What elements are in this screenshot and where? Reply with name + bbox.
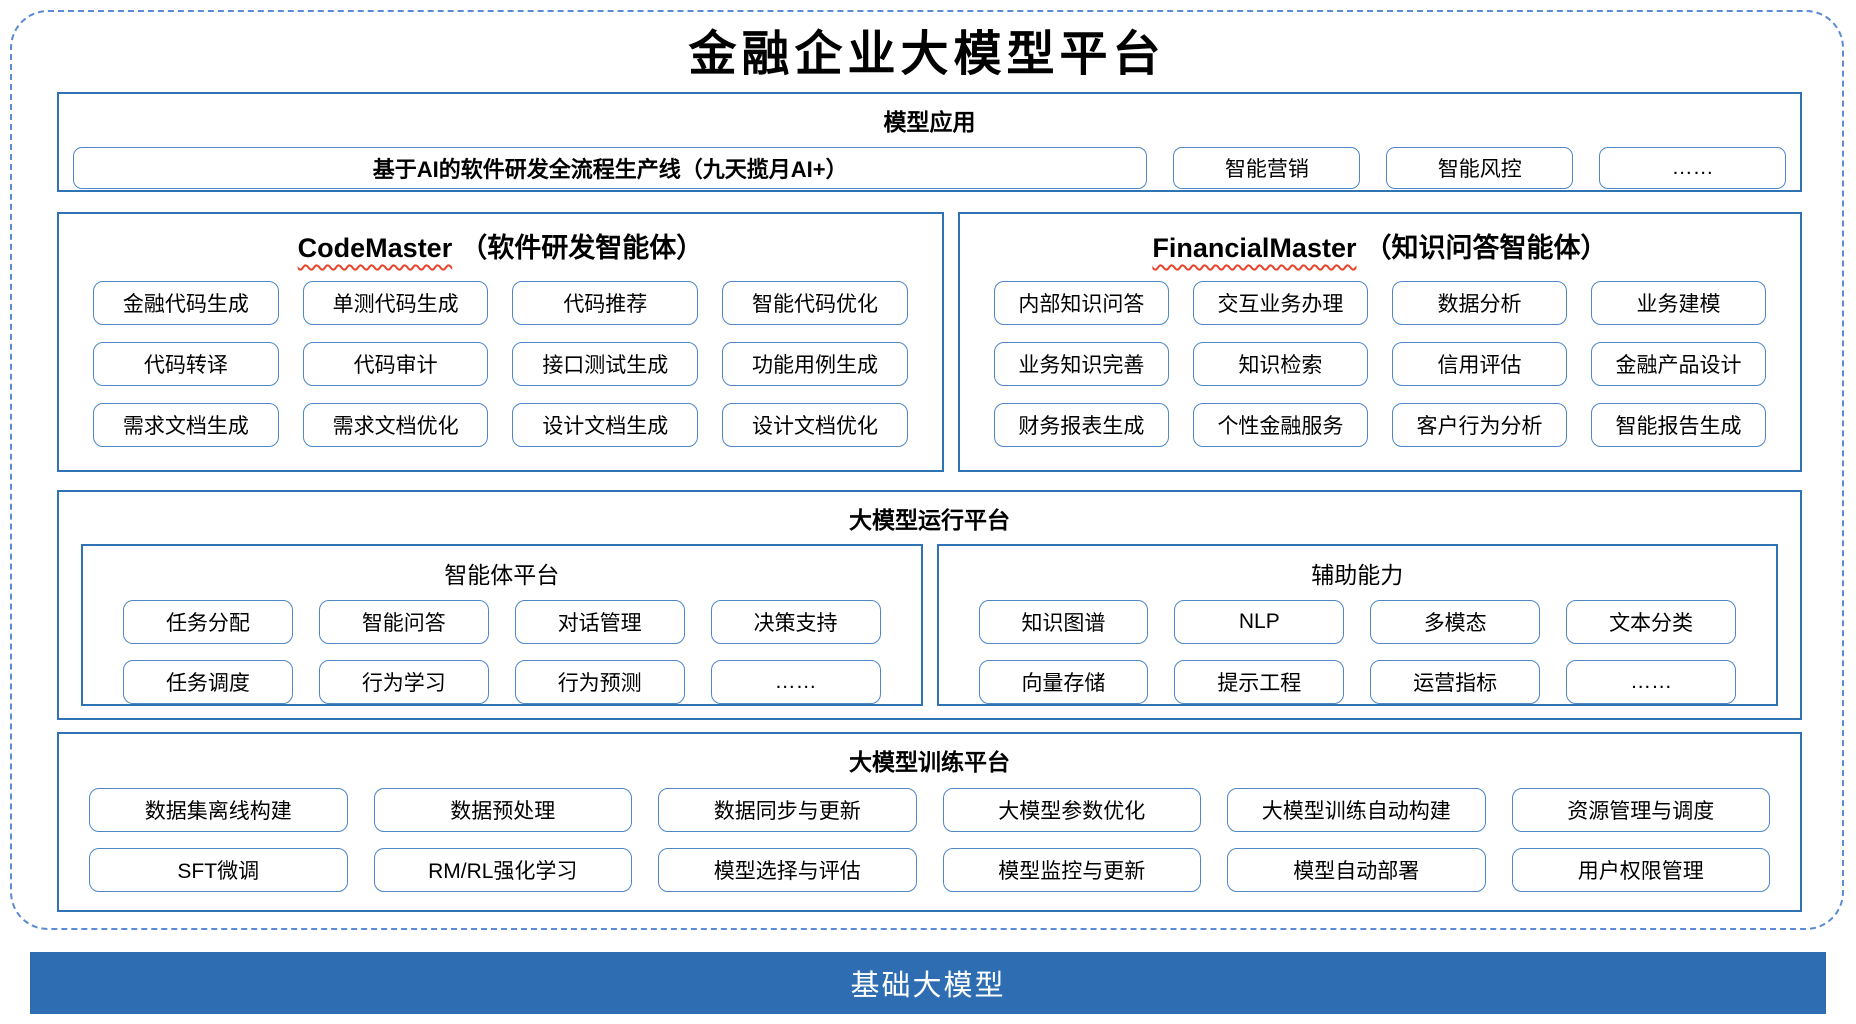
- model-applications-header: 模型应用: [883, 109, 976, 135]
- outer-dashed-frame: 金融企业大模型平台 模型应用 基于AI的软件研发全流程生产线（九天揽月AI+） …: [10, 10, 1844, 930]
- training-capability-box: 模型监控与更新: [942, 848, 1201, 892]
- section-training-platform: 大模型训练平台 数据集离线构建数据预处理数据同步与更新大模型参数优化大模型训练自…: [57, 732, 1802, 912]
- training-capability-box: 资源管理与调度: [1511, 788, 1770, 832]
- agent-platform-box: 行为预测: [514, 660, 685, 704]
- agent-platform-boxes: 任务分配智能问答对话管理决策支持任务调度行为学习行为预测 ……: [83, 600, 921, 704]
- financialmaster-capability-box: 业务知识完善: [993, 342, 1169, 386]
- agent-platform-box: ……: [710, 660, 881, 704]
- section-runtime-platform: 大模型运行平台 智能体平台 任务分配智能问答对话管理决策支持任务调度行为学习行为…: [57, 490, 1802, 720]
- financialmaster-capability-box: 数据分析: [1391, 281, 1567, 325]
- auxiliary-capability-box: 运营指标: [1370, 660, 1541, 704]
- codemaster-name: CodeMaster: [297, 233, 453, 263]
- codemaster-capability-box: 需求文档生成: [93, 403, 279, 447]
- model-applications-boxes: 智能营销智能风控 ……: [1173, 147, 1786, 189]
- codemaster-capability-box: 金融代码生成: [93, 281, 279, 325]
- auxiliary-capability-box: 知识图谱: [978, 600, 1149, 644]
- codemaster-capability-box: 代码转译: [93, 342, 279, 386]
- section-model-applications: 模型应用 基于AI的软件研发全流程生产线（九天揽月AI+） 智能营销智能风控 ……: [57, 92, 1802, 192]
- ai-pipeline-box: 基于AI的软件研发全流程生产线（九天揽月AI+）: [73, 147, 1148, 189]
- codemaster-capability-box: 代码推荐: [512, 281, 699, 325]
- codemaster-capability-box: 代码审计: [302, 342, 489, 386]
- application-box: 智能营销: [1173, 147, 1361, 189]
- agent-platform-box: 决策支持: [710, 600, 881, 644]
- auxiliary-capability-box: NLP: [1174, 600, 1345, 644]
- financialmaster-capability-box: 信用评估: [1391, 342, 1567, 386]
- model-applications-row: 基于AI的软件研发全流程生产线（九天揽月AI+） 智能营销智能风控 ……: [59, 144, 1800, 189]
- training-capability-box: SFT微调: [89, 848, 348, 892]
- codemaster-capability-box: 设计文档生成: [512, 403, 699, 447]
- training-capability-box: 数据集离线构建: [89, 788, 348, 832]
- training-platform-header: 大模型训练平台: [849, 749, 1010, 775]
- financialmaster-capability-box: 客户行为分析: [1391, 403, 1567, 447]
- training-capability-box: RM/RL强化学习: [373, 848, 632, 892]
- codemaster-header: CodeMaster（软件研发智能体）: [59, 226, 942, 265]
- runtime-row: 智能体平台 任务分配智能问答对话管理决策支持任务调度行为学习行为预测 …… 辅助能…: [59, 542, 1800, 706]
- training-capability-box: 数据预处理: [373, 788, 632, 832]
- agent-platform-box: 行为学习: [318, 660, 489, 704]
- financialmaster-capability-box: 交互业务办理: [1192, 281, 1368, 325]
- financialmaster-boxes: 内部知识问答交互业务办理数据分析业务建模业务知识完善知识检索信用评估金融产品设计…: [960, 281, 1800, 447]
- agent-platform-box: 智能问答: [318, 600, 489, 644]
- agent-platform-box: 任务分配: [123, 600, 293, 644]
- auxiliary-capability-box: ……: [1566, 660, 1736, 704]
- codemaster-capability-box: 设计文档优化: [722, 403, 908, 447]
- runtime-platform-header: 大模型运行平台: [849, 507, 1010, 533]
- auxiliary-capability-box: 多模态: [1370, 600, 1541, 644]
- financialmaster-capability-box: 业务建模: [1590, 281, 1766, 325]
- auxiliary-capability-header: 辅助能力: [1311, 562, 1404, 588]
- agent-platform-header: 智能体平台: [444, 562, 560, 588]
- training-capability-box: 大模型参数优化: [942, 788, 1201, 832]
- application-box: ……: [1599, 147, 1786, 189]
- codemaster-boxes: 金融代码生成单测代码生成代码推荐智能代码优化代码转译代码审计接口测试生成功能用例…: [59, 281, 942, 447]
- auxiliary-capability-boxes: 知识图谱 NLP 多模态文本分类向量存储提示工程运营指标 ……: [939, 600, 1777, 704]
- training-capability-box: 大模型训练自动构建: [1227, 788, 1486, 832]
- training-capability-box: 数据同步与更新: [658, 788, 917, 832]
- training-capability-box: 模型自动部署: [1227, 848, 1486, 892]
- training-capability-box: 用户权限管理: [1511, 848, 1770, 892]
- codemaster-suffix: （软件研发智能体）: [460, 233, 704, 263]
- financialmaster-capability-box: 内部知识问答: [993, 281, 1169, 325]
- financialmaster-suffix: （知识问答智能体）: [1364, 233, 1608, 263]
- financialmaster-header: FinancialMaster（知识问答智能体）: [960, 226, 1800, 265]
- codemaster-capability-box: 智能代码优化: [722, 281, 908, 325]
- financialmaster-panel: FinancialMaster（知识问答智能体） 内部知识问答交互业务办理数据分…: [957, 212, 1802, 472]
- codemaster-panel: CodeMaster（软件研发智能体） 金融代码生成单测代码生成代码推荐智能代码…: [57, 212, 944, 472]
- section-agents: CodeMaster（软件研发智能体） 金融代码生成单测代码生成代码推荐智能代码…: [57, 212, 1802, 472]
- financialmaster-capability-box: 知识检索: [1192, 342, 1368, 386]
- page-title: 金融企业大模型平台: [688, 26, 1166, 82]
- agent-platform-panel: 智能体平台 任务分配智能问答对话管理决策支持任务调度行为学习行为预测 ……: [81, 544, 923, 706]
- application-box: 智能风控: [1386, 147, 1574, 189]
- training-capability-box: 模型选择与评估: [658, 848, 917, 892]
- auxiliary-capability-panel: 辅助能力 知识图谱 NLP 多模态文本分类向量存储提示工程运营指标 ……: [936, 544, 1778, 706]
- codemaster-capability-box: 功能用例生成: [722, 342, 908, 386]
- financialmaster-capability-box: 金融产品设计: [1590, 342, 1766, 386]
- training-platform-boxes: 数据集离线构建数据预处理数据同步与更新大模型参数优化大模型训练自动构建资源管理与…: [59, 788, 1800, 892]
- financialmaster-capability-box: 智能报告生成: [1590, 403, 1766, 447]
- codemaster-capability-box: 需求文档优化: [302, 403, 489, 447]
- financialmaster-capability-box: 个性金融服务: [1192, 403, 1368, 447]
- foundation-model-bar: 基础大模型: [30, 952, 1826, 1014]
- codemaster-capability-box: 单测代码生成: [302, 281, 489, 325]
- auxiliary-capability-box: 文本分类: [1566, 600, 1736, 644]
- agent-platform-box: 对话管理: [514, 600, 685, 644]
- auxiliary-capability-box: 向量存储: [978, 660, 1149, 704]
- financialmaster-name: FinancialMaster: [1152, 233, 1357, 263]
- codemaster-capability-box: 接口测试生成: [512, 342, 699, 386]
- agent-platform-box: 任务调度: [123, 660, 293, 704]
- financialmaster-capability-box: 财务报表生成: [993, 403, 1169, 447]
- auxiliary-capability-box: 提示工程: [1174, 660, 1345, 704]
